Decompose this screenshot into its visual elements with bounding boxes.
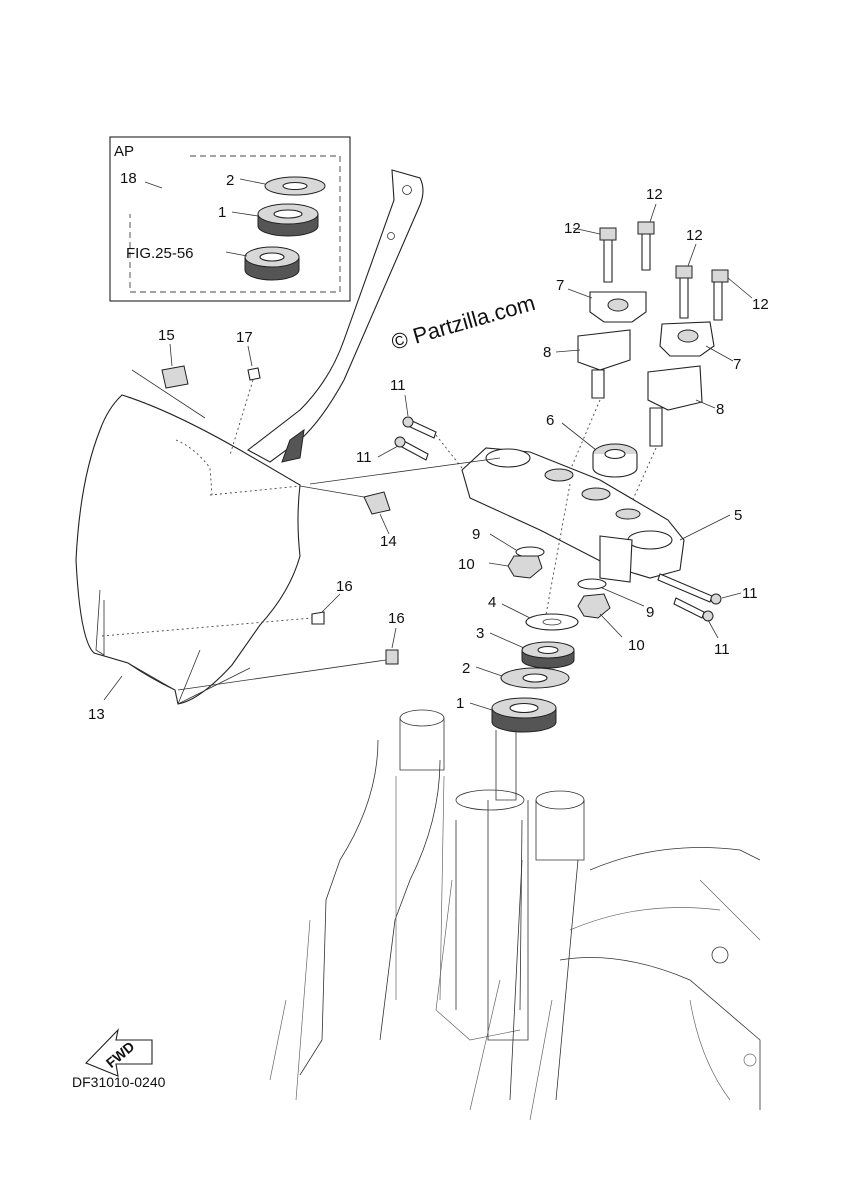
callout-12-c: 12 xyxy=(686,227,703,244)
inset-figure-reference: FIG.25-56 xyxy=(126,245,194,262)
upper-bracket-assembly xyxy=(309,221,729,622)
callout-7-left: 7 xyxy=(556,277,564,294)
callout-1-stem: 1 xyxy=(456,695,464,712)
callout-17: 17 xyxy=(236,329,253,346)
fork-and-frame-outline xyxy=(269,709,761,1121)
inset-title: AP xyxy=(114,143,134,160)
inset-ap-box xyxy=(109,136,351,302)
callout-10-left: 10 xyxy=(458,556,475,573)
callout-9-left: 9 xyxy=(472,526,480,543)
fwd-arrow xyxy=(85,1028,153,1077)
callout-12-a: 12 xyxy=(564,220,581,237)
callout-12-d: 12 xyxy=(752,296,769,313)
callout-7-right: 7 xyxy=(733,356,741,373)
callout-16-lower: 16 xyxy=(388,610,405,627)
callout-6: 6 xyxy=(546,412,554,429)
watermark-text: © Partzilla.com xyxy=(388,290,537,355)
callout-2-stem: 2 xyxy=(462,660,470,677)
callout-2-inset: 2 xyxy=(226,172,234,189)
callout-11-c: 11 xyxy=(742,585,758,602)
callout-4: 4 xyxy=(488,594,496,611)
number-plate-assembly xyxy=(75,169,424,705)
callout-10-right: 10 xyxy=(628,637,645,654)
leader-lines xyxy=(103,203,753,711)
callout-12-b: 12 xyxy=(646,186,663,203)
callout-11-b: 11 xyxy=(356,449,372,466)
callout-1-inset: 1 xyxy=(218,204,226,221)
callout-11-a: 11 xyxy=(390,377,406,394)
callout-16-upper: 16 xyxy=(336,578,353,595)
callout-11-d: 11 xyxy=(714,641,730,658)
callout-18: 18 xyxy=(120,170,137,187)
drawing-code: DF31010-0240 xyxy=(72,1074,166,1090)
callout-13: 13 xyxy=(88,706,105,723)
callout-8-right: 8 xyxy=(716,401,724,418)
callout-9-right: 9 xyxy=(646,604,654,621)
callout-3: 3 xyxy=(476,625,484,642)
callout-5: 5 xyxy=(734,507,742,524)
callout-15: 15 xyxy=(158,327,175,344)
steering-stem-parts xyxy=(491,483,579,733)
callout-14: 14 xyxy=(380,533,397,550)
callout-8-left: 8 xyxy=(543,344,551,361)
